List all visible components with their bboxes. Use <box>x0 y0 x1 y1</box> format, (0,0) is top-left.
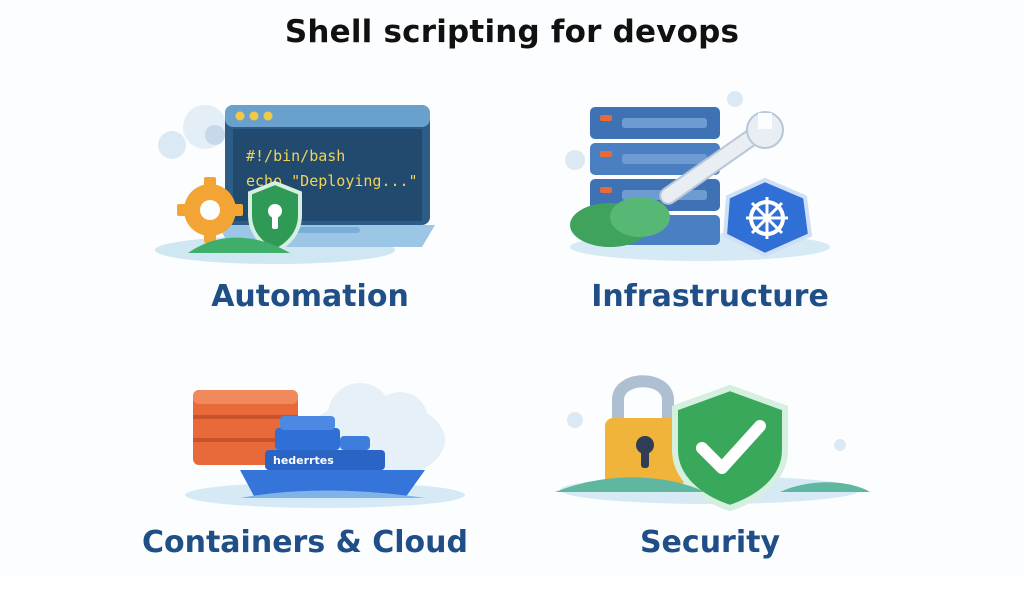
card-containers-cloud: hederrtes Containers & Cloud <box>125 360 485 610</box>
helm-badge-icon <box>722 177 813 258</box>
lock-shield-icon <box>555 375 870 512</box>
page-title: Shell scripting for devops <box>284 14 740 50</box>
card-infrastructure: Infrastructure <box>530 85 890 335</box>
card-label-automation: Automation <box>211 279 409 314</box>
server-wrench-icon <box>565 91 830 261</box>
wrench-icon <box>659 111 784 205</box>
card-label-security: Security <box>639 525 781 560</box>
card-label-infrastructure: Infrastructure <box>591 279 829 314</box>
gear-icon <box>177 177 243 243</box>
code-line-1: #!/bin/bash <box>246 147 345 165</box>
terminal-laptop-icon: #!/bin/bash echo "Deploying..." <box>155 105 435 264</box>
card-security: Security <box>530 360 890 610</box>
padlock-icon <box>605 375 685 486</box>
page: Shell scripting for devops #!/bin/bash e… <box>130 14 890 560</box>
check-shield-icon <box>672 384 788 512</box>
container-box-icon <box>193 390 298 465</box>
card-label-containers-cloud: Containers & Cloud <box>141 525 468 560</box>
container-ship-cloud-icon: hederrtes <box>185 383 465 508</box>
code-line-2: echo "Deploying..." <box>246 172 418 190</box>
ship-label-text: hederrtes <box>273 454 334 467</box>
ship-icon: hederrtes <box>240 416 425 498</box>
card-automation: #!/bin/bash echo "Deploying..." <box>130 85 490 335</box>
